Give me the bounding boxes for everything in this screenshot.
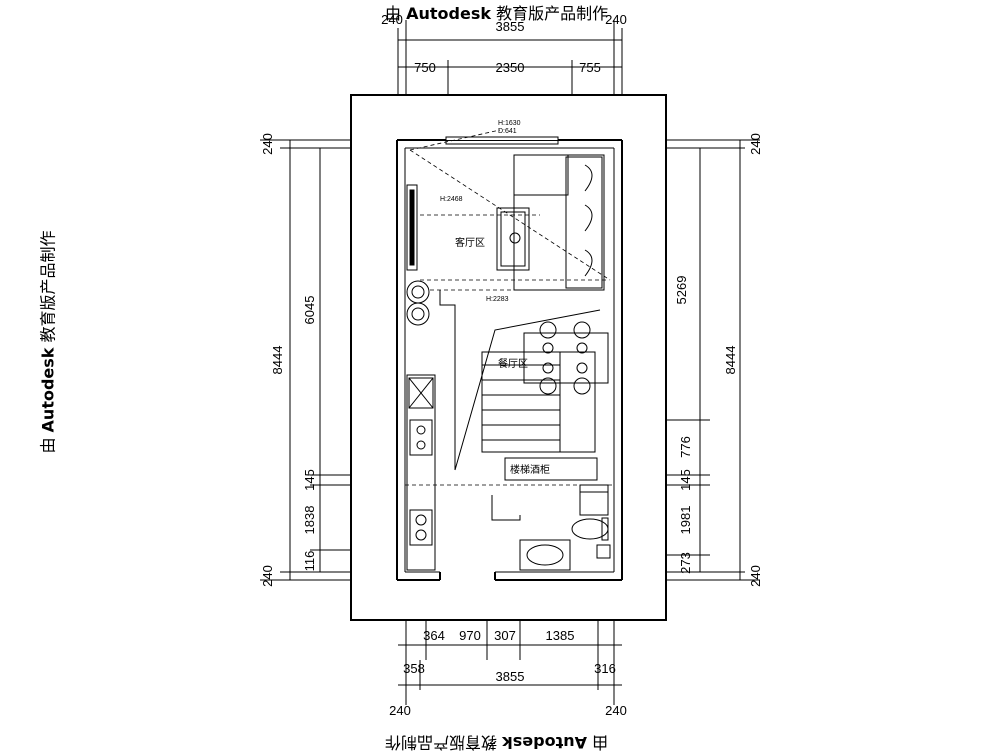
dashed-guides [405, 129, 614, 486]
dim-right-bottom-wall: 240 [748, 565, 763, 587]
annotation-h1630: H:1630 [498, 120, 521, 127]
sofa [513, 154, 605, 291]
room-label-cabinet: 楼梯酒柜 [510, 463, 550, 476]
plant-icon [406, 280, 430, 326]
dim-right-total: 8444 [723, 346, 738, 375]
dim-top-seg2: 2350 [496, 60, 525, 75]
dim-right-seg1: 5269 [674, 276, 689, 305]
window-top [445, 136, 559, 145]
dim-bottom-left: 358 [403, 661, 425, 676]
dim-right-seg3: 145 [678, 469, 693, 491]
annotation-h2468: H:2468 [440, 196, 463, 203]
room-label-living: 客厅区 [455, 236, 485, 249]
dim-bottom-wall-left: 240 [389, 703, 411, 718]
dim-left-seg1: 6045 [302, 296, 317, 325]
tv-cabinet [406, 184, 418, 271]
dim-top-wall-right: 240 [605, 12, 627, 27]
dim-bottom-seg2: 970 [459, 628, 481, 643]
dim-left [260, 139, 351, 581]
dim-right [666, 139, 760, 581]
stairs [481, 351, 598, 481]
dim-left-seg4: 116 [302, 551, 317, 572]
dim-right-top-wall: 240 [748, 133, 763, 155]
watermark-top: 由 Autodesk 教育版产品制作 [385, 4, 609, 23]
dim-top-wall-left: 240 [381, 12, 403, 27]
dim-top-total: 3855 [496, 19, 525, 34]
dim-right-seg4: 1981 [678, 506, 693, 535]
dim-bottom-total: 3855 [496, 669, 525, 684]
room-label-dining: 餐厅区 [498, 357, 528, 370]
dim-bottom-seg1: 364 [423, 628, 445, 643]
dim-right-seg2: 776 [678, 436, 693, 458]
dim-right-seg5: 273 [678, 552, 693, 574]
dim-left-top-wall: 240 [260, 133, 275, 155]
dim-left-bottom-wall: 240 [260, 565, 275, 587]
dim-bottom-seg4: 1385 [546, 628, 575, 643]
outer-frame [350, 94, 667, 621]
dim-top-seg1: 750 [414, 60, 436, 75]
dim-bottom [398, 620, 622, 705]
dim-top [397, 20, 623, 95]
dim-left-seg3: 1838 [302, 506, 317, 535]
kitchen-counter [406, 374, 436, 571]
dim-bottom-wall-right: 240 [605, 703, 627, 718]
dim-bottom-right: 316 [594, 661, 616, 676]
coffee-table [496, 207, 530, 271]
partition [439, 290, 601, 471]
annotation-d641: D:641 [498, 128, 517, 135]
dim-left-total: 8444 [270, 346, 285, 375]
dining-table [523, 321, 609, 395]
dim-bottom-seg3: 307 [494, 628, 516, 643]
dim-top-seg3: 755 [579, 60, 601, 75]
dim-left-seg2: 145 [302, 469, 317, 491]
annotation-h2283: H:2283 [486, 296, 509, 303]
bathroom [491, 484, 611, 571]
